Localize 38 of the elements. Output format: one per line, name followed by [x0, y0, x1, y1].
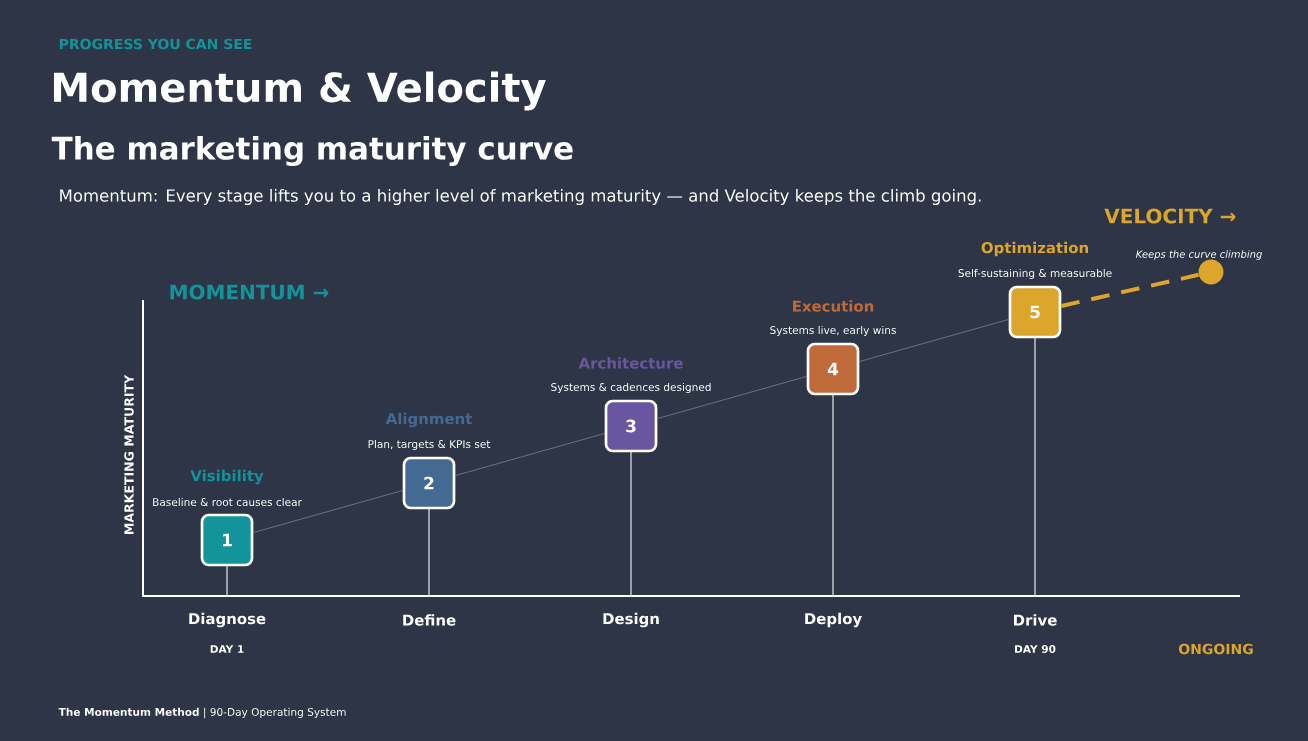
stage-description: Systems & cadences designed [551, 382, 711, 394]
phase-label: VELOCITY → [1104, 208, 1236, 224]
stage-description: Plan, targets & KPIs set [368, 439, 491, 451]
stage-name: Drive [1014, 614, 1057, 626]
end-dot [1198, 259, 1224, 285]
subtitle: The marketing maturity curve [51, 135, 573, 167]
note-text: Keeps the curve climbing [1135, 250, 1262, 260]
day-marker: DAY 1 [210, 645, 244, 653]
stage-name: Design [603, 612, 659, 628]
step-box: 2 [402, 456, 456, 510]
stage-heading: Optimization [981, 241, 1088, 257]
connector-line [1060, 272, 1199, 308]
day-marker: DAY 90 [1015, 645, 1056, 653]
stage-heading: Execution [793, 300, 874, 312]
stage-name: Deploy [805, 612, 862, 628]
stage-name: Define [403, 614, 456, 626]
step-box: 4 [806, 342, 860, 396]
eyebrow-text: PROGRESS YOU CAN SEE [59, 38, 252, 50]
stage-heading: Architecture [578, 357, 683, 369]
intro-text: Momentum: Every stage lifts you to a higher level of marketing maturity — and Velocity keeps the climb going. [60, 189, 981, 205]
axis-title: MARKETING MATURITY [124, 374, 134, 534]
connector-line [657, 376, 807, 419]
day-marker: ONGOING [1179, 643, 1253, 655]
stage-description: Self-sustaining & measurable [958, 268, 1112, 280]
stage-heading: Alignment [385, 412, 472, 428]
stage-description: Systems live, early wins [770, 325, 896, 337]
connector-line [455, 433, 605, 476]
connector-line [253, 490, 403, 533]
stage-description: Baseline & root causes clear [153, 497, 302, 507]
stage-name: Diagnose [189, 612, 266, 628]
footer-text: The Momentum Method | 90-Day Operating System [58, 707, 346, 719]
title: Momentum & Velocity [53, 71, 546, 111]
phase-label: MOMENTUM → [170, 284, 329, 300]
connector-line [859, 319, 1009, 362]
step-box: 1 [200, 513, 254, 567]
step-box: 3 [604, 399, 658, 453]
step-box: 5 [1008, 285, 1062, 339]
stage-heading: Visibility [190, 469, 264, 485]
